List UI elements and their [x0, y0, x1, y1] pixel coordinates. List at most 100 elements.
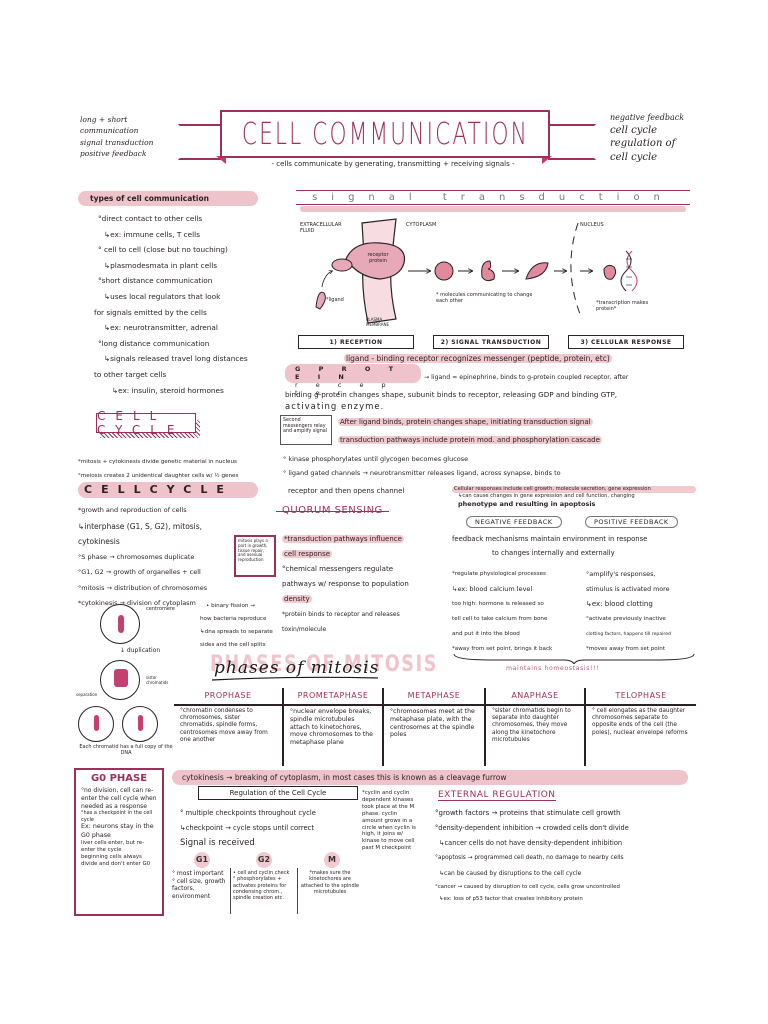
mitosis-note-box: mitosis plays a part in growth, tissue r… — [234, 535, 276, 577]
label-separation: separation — [76, 692, 98, 697]
list-item: ↳ex: immune cells, T cells — [104, 229, 201, 239]
list-item: *regulate physiological processes — [452, 571, 546, 577]
checkpoint-g2-text: • cell and cyclin check ° phosphorylates… — [233, 870, 290, 901]
label-receptor: receptor protein — [367, 252, 389, 264]
checkpoint-divider — [230, 868, 231, 914]
list-item: pathways w/ response to population — [282, 580, 409, 588]
second-messengers-box: Second messengers relay and amplify sign… — [280, 415, 332, 445]
quorum-item: density — [282, 595, 312, 603]
step-signal-transduction: 2) SIGNAL TRANSDUCTION — [433, 335, 549, 349]
list-item: ↳uses local regulators that look — [104, 291, 221, 301]
cellular-responses-line: Cellular responses include cell growth, … — [452, 486, 696, 494]
label-duplication: ↓ duplication — [120, 647, 161, 654]
cellular-responses-line: ↳can cause changes in gene expression an… — [458, 493, 635, 500]
quorum-sensing-title: QUORUM SENSING — [276, 505, 389, 516]
title-ribbon-left — [178, 124, 226, 160]
phase-text: °chromosomes meet at the metaphase plate… — [390, 708, 475, 739]
list-item: °chemical messengers regulate — [282, 565, 394, 573]
left-note: communication — [80, 126, 139, 136]
list-item: density — [282, 592, 450, 607]
label-nucleus: NUCLEUS — [580, 222, 604, 228]
phases-table: PROPHASE °chromatin condenses to chromos… — [174, 688, 696, 766]
quorum-sensing-list: *transduction pathways influence cell re… — [282, 532, 450, 637]
g0-phase-title: G0 PHASE — [90, 773, 148, 784]
phases-table-header-line — [174, 704, 696, 706]
cyclin-note: *cyclin and cyclin dependent kinases too… — [362, 790, 416, 852]
list-item: °growth factors → proteins that stimulat… — [435, 809, 621, 817]
list-item: ↳ex: neurotransmitter, adrenal — [104, 323, 218, 333]
cell-cycle-list: *growth and reproduction of cells ↳inter… — [78, 503, 238, 612]
checkpoint-m-text: *makes sure the kinetochores are attache… — [300, 870, 360, 895]
list-item: liver cells enter, but re-enter the cycl… — [81, 839, 145, 853]
binary-fission-line: sides and the cell splits — [200, 642, 266, 648]
list-item: °amplify's responses, — [586, 570, 656, 578]
chromosome-icon — [94, 715, 99, 731]
list-item: ↳plasmodesmata in plant cells — [104, 260, 218, 270]
transduction-pathways-highlight: transduction pathways include protein mo… — [338, 436, 602, 444]
page-subtitle: - cells communicate by generating, trans… — [271, 160, 515, 168]
list-item: °no division, cell can re-enter the cell… — [81, 787, 157, 810]
list-item: ↳can be caused by disruptions to the cel… — [439, 870, 582, 877]
list-item: ↳interphase (G1, S, G2), mitosis, cytoki… — [78, 521, 203, 547]
ligand-binding-text: ligand - binding receptor recognizes mes… — [344, 354, 612, 363]
list-item: beginning cells always divide and don't … — [81, 853, 151, 867]
g0-phase-list: °no division, cell can re-enter the cell… — [81, 787, 157, 868]
list-item: °density-dependent inhibition → crowded … — [435, 824, 629, 832]
phase-text: °chromatin condenses to chromosomes, sis… — [180, 708, 268, 743]
list-item: °apoptosis → programmed cell death, no d… — [435, 855, 624, 861]
list-item: ↳ex: blood clotting — [586, 600, 653, 608]
phase-text: °sister chromatids begin to separate int… — [492, 708, 571, 743]
phase-column: METAPHASE °chromosomes meet at the metap… — [384, 688, 484, 766]
list-item: °short distance communication — [98, 276, 213, 286]
binary-fission-line: ↳dna spreads to separate — [200, 629, 273, 635]
phase-text: °nuclear envelope breaks, spindle microt… — [290, 708, 373, 746]
binary-fission-line: • binary fission → — [206, 603, 255, 609]
chromosome-pair-icon — [114, 669, 128, 687]
phase-name: PROMETAPHASE — [297, 691, 369, 700]
left-note: long + short — [80, 115, 128, 124]
phases-title-shadow: PHASES OF MITOSIS — [210, 652, 438, 677]
list-item: °cancer → caused by disruption to cell c… — [435, 884, 620, 890]
checkpoint-divider — [297, 868, 298, 914]
phase-column: PROMETAPHASE °nuclear envelope breaks, s… — [284, 688, 382, 766]
label-sister-chromatids: sister chromatids — [146, 675, 169, 685]
types-list: °direct contact to other cells ↳ex: immu… — [94, 211, 288, 398]
list-item: to other target cells — [94, 369, 167, 379]
list-item: too high: hormone is released so — [452, 601, 544, 607]
list-item: °G1, G2 → growth of organelles + cell — [78, 568, 201, 576]
signal-transduction-title: signal transduction — [312, 192, 674, 203]
g-protein-text-1: → ligand = epinephrine, binds to g-prote… — [424, 374, 629, 381]
list-item: °has a checkpoint in the cell cycle — [81, 810, 153, 823]
header-left-notes: long + short communication signal transd… — [80, 114, 153, 159]
after-ligand-highlight: After ligand binds, protein changes shap… — [338, 418, 593, 426]
header-right-notes: negative feedback cell cycle regulation … — [610, 113, 684, 164]
list-item: stimulus is activated more — [586, 586, 670, 593]
homeostasis-brace — [453, 653, 695, 664]
checkpoint-m: M — [324, 852, 340, 868]
list-item: *protein binds to receptor and releases — [282, 611, 400, 618]
signal-transduction-diagram — [315, 218, 638, 324]
list-item: ° multiple checkpoints throughout cycle — [180, 809, 316, 817]
phase-name: METAPHASE — [407, 691, 461, 700]
list-item: °long distance communication — [98, 338, 210, 348]
ribbon-fold-right — [542, 156, 552, 164]
right-note: negative feedback — [610, 113, 685, 122]
cellcycle-bar: CELLCYCLE — [78, 482, 258, 498]
chromosome-icon — [138, 715, 143, 731]
label-transcription-note: *transcription makes protein* — [596, 300, 649, 312]
feedback-intro-1: feedback mechanisms maintain environment… — [452, 535, 648, 543]
checkpoint-g1: G1 — [194, 852, 210, 868]
receptor-label: r e c e p t o r — [295, 381, 394, 397]
list-item: tell cell to take calcium from bone — [452, 616, 548, 622]
phase-name: PROPHASE — [204, 691, 252, 700]
left-note: positive feedback — [80, 148, 147, 158]
cell-duplicated — [100, 660, 140, 700]
regulation-title-box: Regulation of the Cell Cycle — [198, 786, 358, 800]
label-ligand: *ligand — [326, 297, 344, 303]
checkpoint-g2: G2 — [256, 852, 272, 868]
checkpoint-g1-text: ° most important ° cell size, growth fac… — [172, 870, 226, 900]
left-note: signal transduction — [80, 137, 154, 147]
phases-title-underline — [212, 676, 379, 681]
list-item: ↳ex: blood calcium level — [452, 585, 533, 593]
label-molecules-note: * molecules communicating to change each… — [436, 292, 533, 304]
